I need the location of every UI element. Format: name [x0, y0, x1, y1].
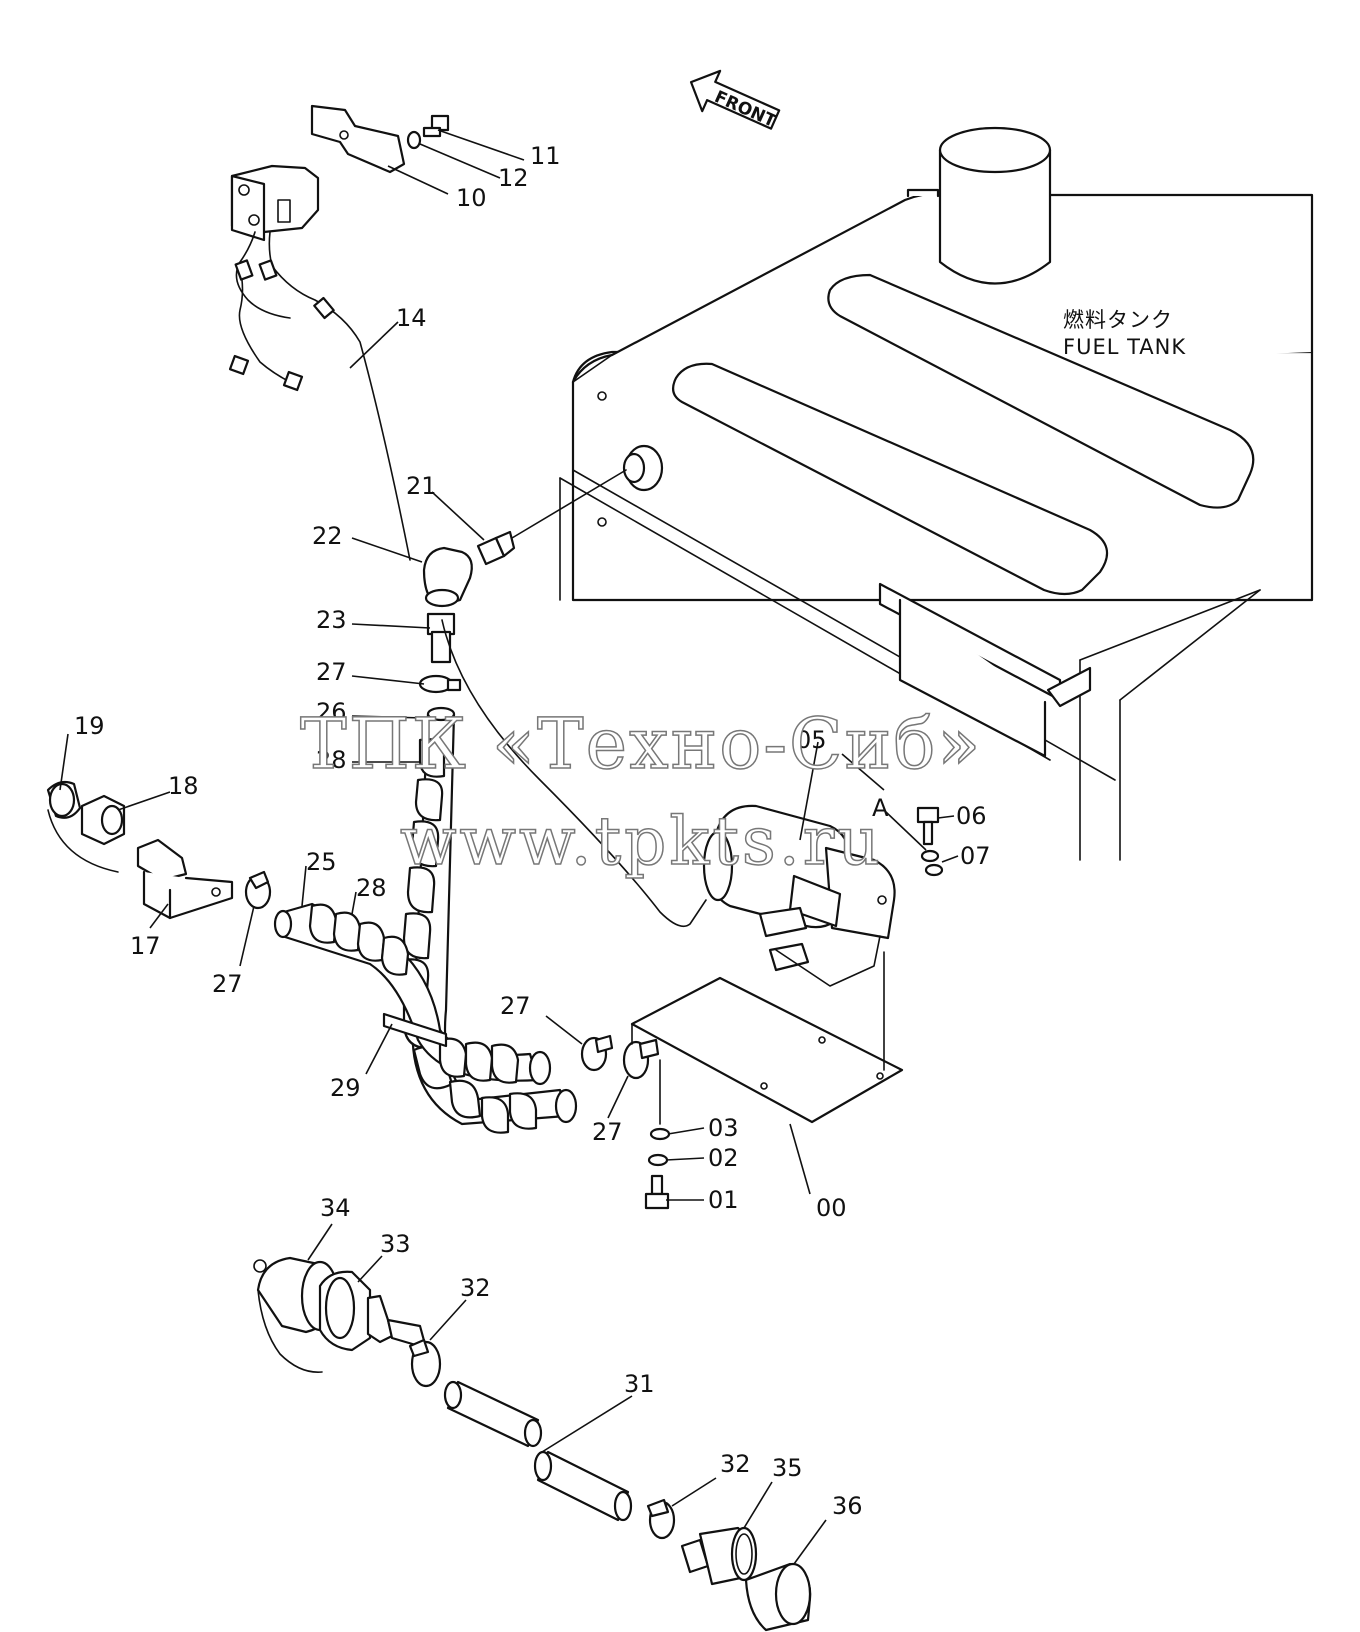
watermark-line-2: www.tpkts.ru: [400, 803, 883, 880]
callout-05: 05: [796, 726, 827, 754]
callout-32-lower: 32: [720, 1450, 751, 1478]
fuel-tank: [559, 192, 1314, 861]
callout-10: 10: [456, 184, 487, 212]
callout-33: 33: [380, 1230, 411, 1258]
washer-12: [406, 130, 422, 150]
callout-19: 19: [74, 712, 105, 740]
callout-25: 25: [306, 848, 337, 876]
callout-27-left: 27: [212, 970, 243, 998]
callout-22: 22: [312, 522, 343, 550]
bolt-06: [916, 806, 940, 846]
callout-11: 11: [530, 142, 561, 170]
callout-34: 34: [320, 1194, 351, 1222]
filter-element-35: [680, 1526, 758, 1586]
tank-label-en: FUEL TANK: [1063, 335, 1186, 359]
callout-32-upper: 32: [460, 1274, 491, 1302]
cap-36: [744, 1562, 812, 1632]
plate-00: [630, 951, 904, 1125]
callout-01: 01: [708, 1186, 739, 1214]
tank-label-jp: 燃料タンク: [1063, 308, 1173, 332]
callout-27-right: 27: [592, 1118, 623, 1146]
callout-27-upper: 27: [316, 658, 347, 686]
callout-29: 29: [330, 1074, 361, 1102]
front-label: FRONT: [711, 87, 779, 132]
washer-07: [920, 849, 944, 877]
callout-36: 36: [832, 1492, 863, 1520]
callout-26: 26: [316, 698, 347, 726]
clamp-32-upper: [408, 1338, 442, 1388]
callout-14: 14: [396, 304, 427, 332]
callout-28-lower: 28: [356, 874, 387, 902]
watermark-line-1: ТПК «Техно-Сиб»: [300, 703, 982, 785]
view-marker-a: A: [872, 794, 889, 822]
callout-28-upper: 28: [316, 746, 347, 774]
callout-00: 00: [816, 1194, 847, 1222]
cap-19: [46, 780, 82, 819]
nipple-21: [476, 469, 627, 566]
clamp-27-left: [244, 870, 272, 910]
callout-21: 21: [406, 472, 437, 500]
filler-neck: [906, 126, 1052, 285]
callout-31: 31: [624, 1370, 655, 1398]
level-sender-unit: [228, 104, 411, 561]
hose-31: [443, 1380, 633, 1522]
callout-07: 07: [960, 842, 991, 870]
callout-23: 23: [316, 606, 347, 634]
callout-35: 35: [772, 1454, 803, 1482]
callout-12: 12: [498, 164, 529, 192]
leader-lines: [59, 129, 959, 1565]
pump-05: [702, 804, 896, 987]
callout-27-mid: 27: [500, 992, 531, 1020]
adapter-23: [426, 612, 456, 664]
clamp-29: [382, 1012, 448, 1048]
elbow-22: [422, 546, 473, 608]
clamp-27-right: [622, 1038, 660, 1080]
strainer-body-33: [318, 1270, 428, 1352]
hose-25: [273, 902, 552, 1086]
nut-18: [80, 794, 126, 846]
callout-06: 06: [956, 802, 987, 830]
callouts: 11 12 10 14 21 22 23 27 26 28 19 18 17 2…: [74, 142, 991, 1520]
clamp-32-lower: [646, 1498, 676, 1540]
front-arrow: FRONT: [689, 69, 781, 132]
sender-wire: [441, 619, 707, 928]
callout-17: 17: [130, 932, 161, 960]
union-17: [47, 809, 234, 920]
clamp-27-mid: [580, 1034, 614, 1072]
clamp-27-upper: [418, 674, 462, 694]
bolt-01: [644, 1174, 670, 1210]
callout-18: 18: [168, 772, 199, 800]
callout-03: 03: [708, 1114, 739, 1142]
callout-02: 02: [708, 1144, 739, 1172]
